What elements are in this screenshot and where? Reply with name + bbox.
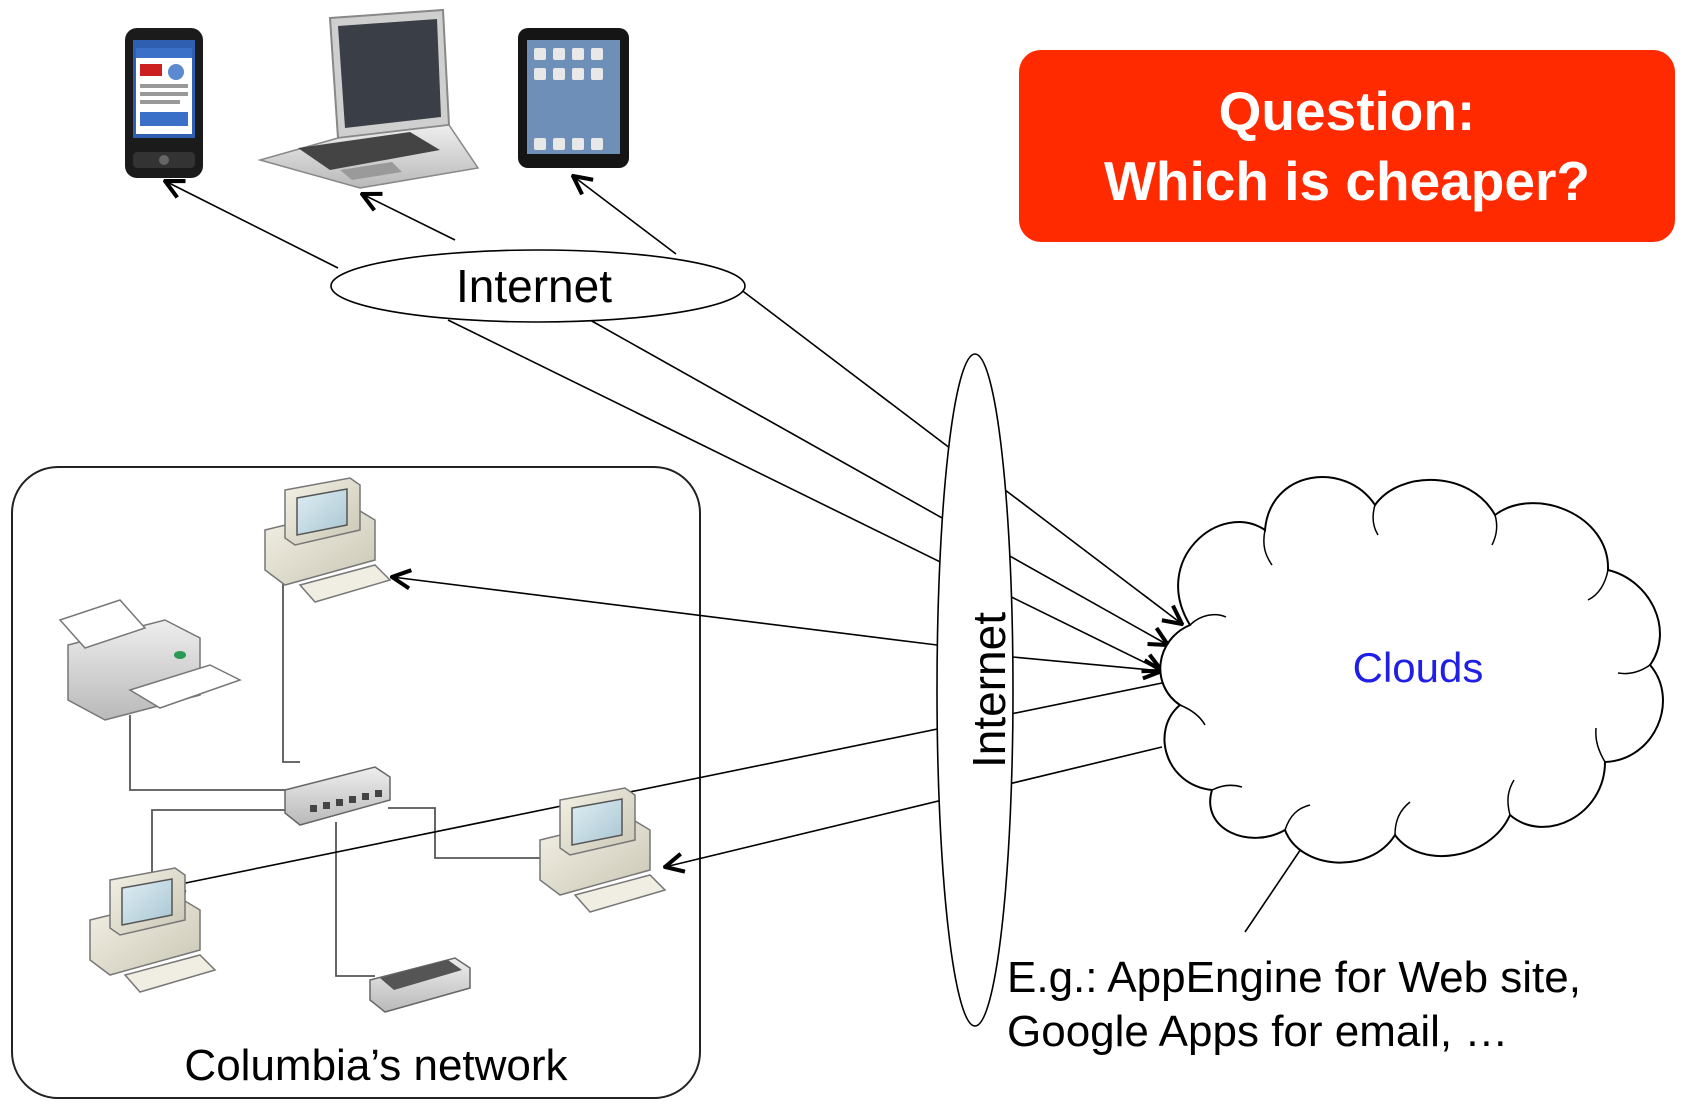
internet-label-vertical: Internet [963, 612, 1015, 768]
desktop-computer-icon [539, 787, 667, 913]
tablet-icon [518, 28, 629, 168]
lan-cables [129, 558, 545, 977]
internet-ellipse-vertical [936, 353, 1014, 1027]
scanner-icon [369, 957, 471, 1013]
example-text-line2: Google Apps for email, … [1007, 1007, 1508, 1056]
desktop-computer-icon [89, 867, 217, 993]
connections [165, 176, 1308, 933]
clouds-label: Clouds [1353, 644, 1484, 691]
smartphone-icon [125, 28, 203, 178]
internet-ellipse-top [330, 249, 746, 323]
network-caption: Columbia’s network [184, 1041, 568, 1090]
cloud-shape [1159, 476, 1664, 864]
internet-label-top: Internet [456, 260, 612, 312]
printer-icon [58, 599, 242, 721]
question-title: Question: [1218, 80, 1476, 142]
network-switch-icon [284, 766, 391, 826]
desktop-computer-icon [264, 477, 392, 603]
question-text: Which is cheaper? [1104, 150, 1590, 212]
laptop-icon [257, 8, 480, 189]
example-text-line1: E.g.: AppEngine for Web site, [1007, 953, 1581, 1002]
question-callout: Question: Which is cheaper? [1019, 50, 1675, 242]
